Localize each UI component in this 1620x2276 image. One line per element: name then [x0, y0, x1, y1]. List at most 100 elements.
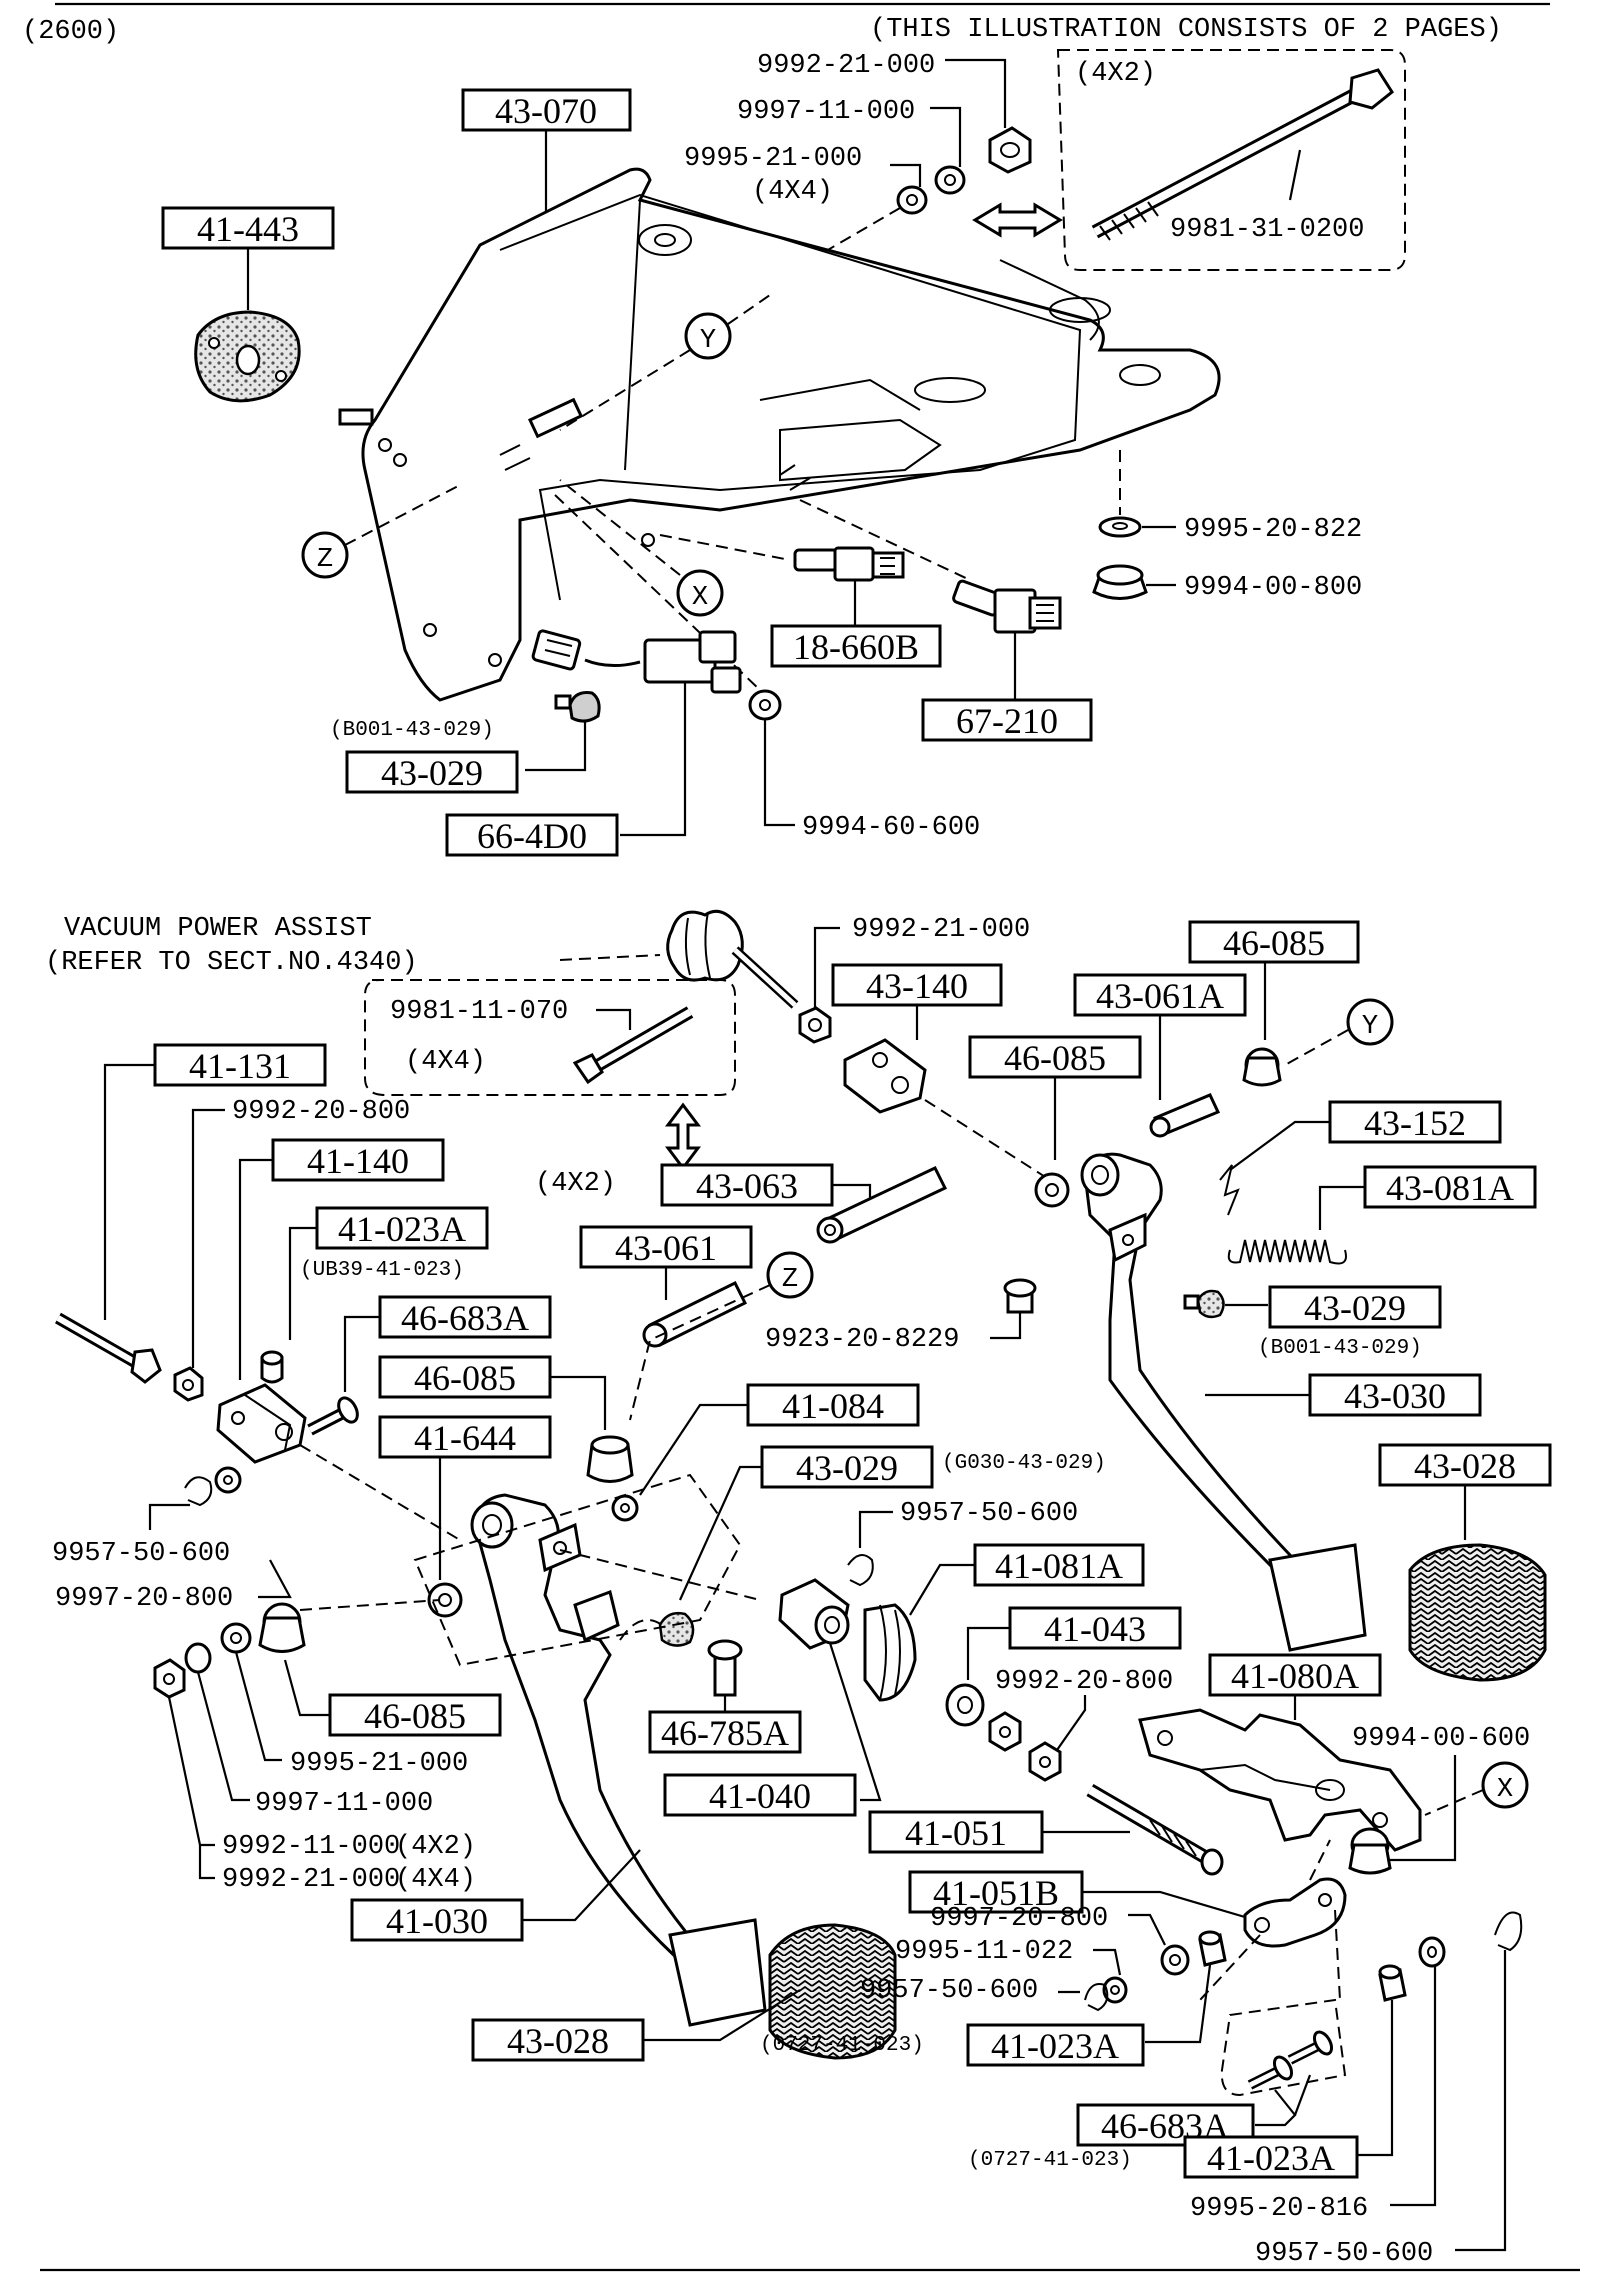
label-box-46-085-b	[968, 1035, 1142, 1079]
vacuum-callout-line1: VACUUM POWER ASSIST	[64, 914, 372, 944]
assembly-line	[659, 534, 791, 561]
part-9923-20-8229: 9923-20-8229	[765, 1325, 959, 1355]
link-plate-icon	[1243, 1877, 1347, 1948]
nut-icon	[153, 1658, 186, 1699]
ref-y-mid: Y	[1362, 1012, 1378, 1042]
bushing-icon	[586, 1435, 634, 1483]
part-9957-50-600-d: 9957-50-600	[1255, 2239, 1433, 2269]
clevis-icon	[843, 1038, 927, 1114]
assembly-line	[727, 294, 771, 325]
assembly-line	[924, 1099, 1051, 1181]
washer-icon	[1160, 1944, 1190, 1976]
pin-icon	[1003, 1278, 1037, 1314]
leader	[678, 1465, 762, 1601]
pin-icon	[707, 1639, 743, 1697]
label-41-084: 41-084	[782, 1386, 884, 1426]
washer-icon	[220, 1622, 252, 1654]
leader	[343, 1315, 380, 1392]
leader	[1318, 1185, 1365, 1230]
alt-g030: (G030-43-029)	[942, 1452, 1106, 1475]
label-43-028-b: 43-028	[507, 2021, 609, 2061]
alt-b001-top: (B001-43-029)	[330, 719, 494, 742]
cylinder-bracket-icon	[1138, 1708, 1422, 1852]
nut-icon	[988, 1711, 1022, 1752]
flange-nut-icon	[1348, 1827, 1392, 1875]
leader	[990, 1312, 1022, 1340]
clip-icon	[184, 1476, 213, 1507]
ref-circle-x-top	[676, 569, 724, 617]
leader	[639, 1403, 748, 1496]
clip-icon	[1494, 1911, 1523, 1952]
label-41-140: 41-140	[307, 1141, 409, 1181]
vacuum-booster-icon	[666, 909, 799, 1009]
assembly-line	[1334, 1909, 1341, 2001]
long-bolt-icon	[1091, 68, 1394, 241]
leader	[258, 1559, 292, 1599]
part-9995-20-816: 9995-20-816	[1190, 2194, 1368, 2224]
part-9957-50-600-c: 9957-50-600	[860, 1976, 1038, 2006]
label-41-023a-c: 41-023A	[1207, 2138, 1335, 2178]
clip-nut-icon	[748, 689, 782, 721]
assembly-group	[1220, 1998, 1347, 2097]
alt-0727-b: (0727-41-023)	[968, 2149, 1132, 2172]
label-41-080a: 41-080A	[1231, 1656, 1359, 1696]
part-9981-31-0200: 9981-31-0200	[1170, 215, 1364, 245]
lock-washer-icon	[934, 165, 966, 195]
label-box-41-051b	[908, 1870, 1084, 1914]
assembly-line	[799, 499, 971, 581]
clutch-switch-icon	[952, 579, 1062, 634]
assembly-line	[299, 1444, 461, 1541]
leader	[966, 1626, 1010, 1680]
spring-clip-icon	[1219, 1164, 1240, 1216]
assembly-line	[559, 1549, 761, 1601]
label-box-43-028-b	[471, 2018, 645, 2062]
alt-0727-a: (0727-41-023)	[760, 2034, 924, 2057]
leader	[643, 1989, 801, 2042]
label-box-41-023a-c	[1183, 2135, 1359, 2179]
ref-x-top: X	[692, 583, 708, 613]
label-box-41-443	[161, 206, 335, 250]
swap-arrow-icon	[972, 202, 1063, 238]
assembly-line	[559, 954, 661, 961]
label-43-070: 43-070	[495, 91, 597, 131]
leader	[191, 1108, 225, 1368]
leader	[763, 719, 795, 827]
ref-circle-y-mid	[1346, 998, 1394, 1046]
leader	[1049, 1695, 1087, 1761]
assembly-line	[1424, 1789, 1484, 1816]
label-43-081a: 43-081A	[1386, 1168, 1514, 1208]
label-box-41-040	[663, 1773, 857, 1817]
leader	[525, 722, 587, 772]
pedal-bracket-icon	[338, 167, 1221, 702]
stopper-icon	[554, 691, 601, 723]
pin-icon	[1247, 2055, 1294, 2090]
leader	[148, 1503, 190, 1530]
leader	[1390, 1966, 1437, 2207]
leader	[890, 163, 922, 187]
flange-nut-icon	[1092, 564, 1148, 600]
leader	[522, 1849, 641, 1922]
label-41-131: 41-131	[189, 1046, 291, 1086]
clevis-icon	[216, 1383, 307, 1464]
part-9994-00-600: 9994-00-600	[1352, 1724, 1530, 1754]
part-9995-11-022: 9995-11-022	[895, 1937, 1073, 1967]
label-41-051b: 41-051B	[933, 1873, 1059, 1913]
label-box-46-085-c	[378, 1355, 552, 1399]
leader	[1229, 1120, 1330, 1171]
pedal-pad-icon	[1408, 1543, 1547, 1682]
qty-note-4x2-mid: (4X2)	[535, 1169, 616, 1199]
ref-y-top: Y	[700, 326, 716, 356]
label-43-028-a: 43-028	[1414, 1446, 1516, 1486]
bushing-icon	[1198, 1930, 1227, 1967]
part-9995-20-822: 9995-20-822	[1184, 515, 1362, 545]
push-rod-icon	[1086, 1783, 1224, 1876]
ref-z-top: Z	[317, 545, 333, 575]
label-box-43-029-low	[760, 1445, 934, 1489]
ref-circle-x-mid	[1481, 1761, 1529, 1809]
label-box-41-051	[868, 1810, 1044, 1854]
leader	[832, 1183, 872, 1200]
leader	[813, 926, 840, 1008]
lock-washer-icon	[184, 1642, 212, 1674]
leader	[620, 682, 687, 837]
label-41-443: 41-443	[197, 209, 299, 249]
